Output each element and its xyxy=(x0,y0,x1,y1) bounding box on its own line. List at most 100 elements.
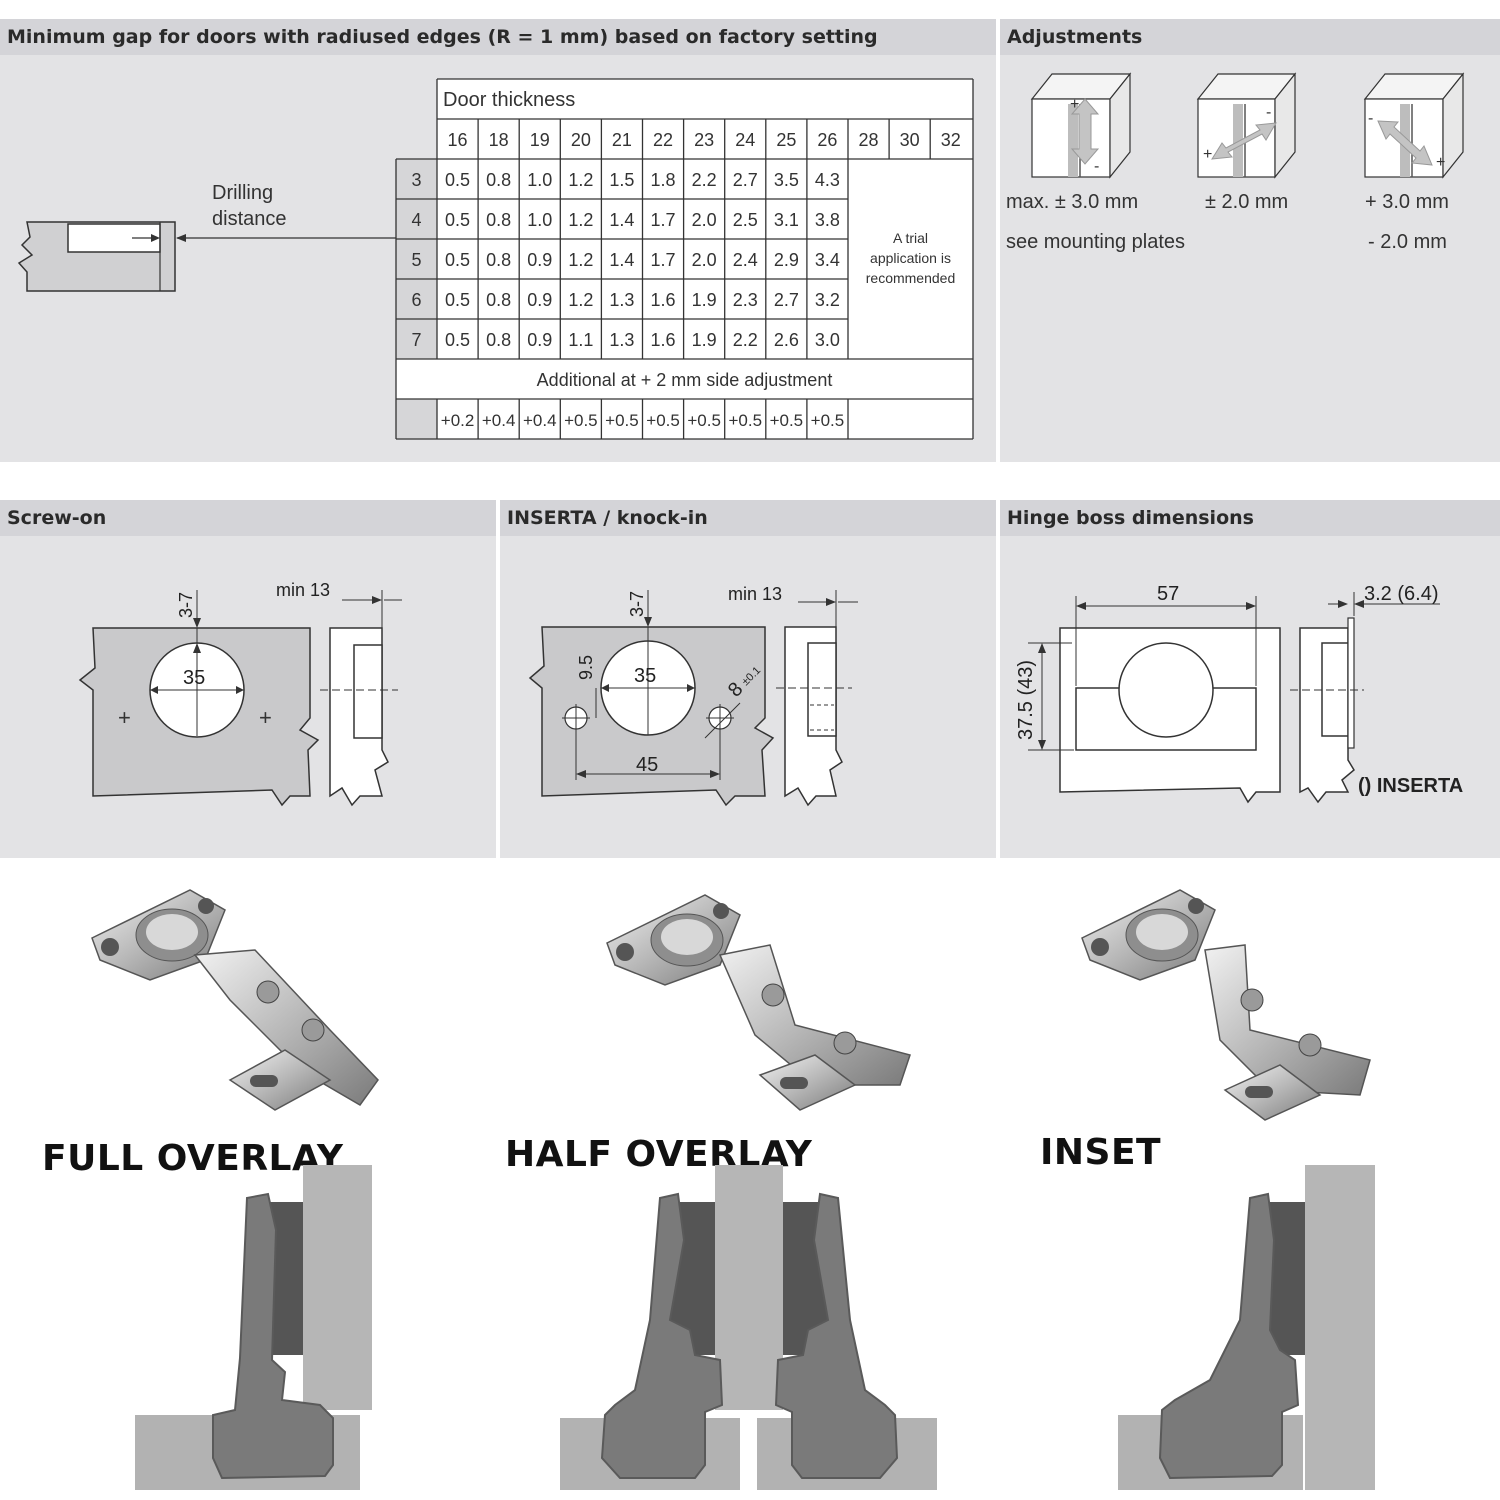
side-adjust-value: ± 2.0 mm xyxy=(1205,191,1289,213)
adjust-sign-1: + xyxy=(1070,96,1079,113)
half-overlay-section xyxy=(560,1165,937,1490)
table-cell: 2.4 xyxy=(733,250,758,270)
screw-on-drawing: 3-7 35 + + min 13 xyxy=(78,580,402,807)
column-header: 19 xyxy=(530,130,550,150)
screw-on-panel: Screw-on 3-7 35 + + min 13 xyxy=(0,500,496,858)
table-cell: 3.4 xyxy=(815,250,840,270)
table-cell: 3.2 xyxy=(815,290,840,310)
table-cell: 0.8 xyxy=(486,290,511,310)
table-cell: 1.5 xyxy=(609,170,634,190)
screw-on-min-dim: min 13 xyxy=(276,580,330,600)
column-header: 26 xyxy=(817,130,837,150)
adjust-sign-2: - xyxy=(1094,158,1099,175)
column-header: 32 xyxy=(941,130,961,150)
additional-bg xyxy=(396,359,973,399)
column-header: 23 xyxy=(694,130,714,150)
table-cell: 0.8 xyxy=(486,210,511,230)
column-header: 28 xyxy=(859,130,879,150)
door-thickness-label: Door thickness xyxy=(443,89,575,111)
boss-width-dim: 57 xyxy=(1157,583,1179,605)
table-cell: 2.0 xyxy=(692,210,717,230)
adjustments-title: Adjustments xyxy=(1000,19,1500,55)
additional-value: +0.5 xyxy=(687,411,721,430)
table-cell: 1.3 xyxy=(609,290,634,310)
additional-value: +0.5 xyxy=(564,411,598,430)
table-cell: 1.0 xyxy=(527,210,552,230)
column-header: 18 xyxy=(489,130,509,150)
row-header: 4 xyxy=(411,210,421,230)
additional-value: +0.5 xyxy=(605,411,639,430)
row-header: 5 xyxy=(411,250,421,270)
table-cell: 1.1 xyxy=(568,330,593,350)
table-cell: 3.5 xyxy=(774,170,799,190)
table-cell: 0.9 xyxy=(527,290,552,310)
additional-value: +0.5 xyxy=(728,411,762,430)
table-cell: 1.2 xyxy=(568,170,593,190)
additional-values-bg xyxy=(437,399,973,439)
table-cell: 1.2 xyxy=(568,290,593,310)
table-cell: 1.4 xyxy=(609,250,634,270)
table-bg xyxy=(437,79,973,359)
table-cell: 2.0 xyxy=(692,250,717,270)
inset-hinge-image xyxy=(1081,889,1371,1121)
column-header: 22 xyxy=(653,130,673,150)
inserta-panel: INSERTA / knock-in 3-7 35 9.5 8 ±0.1 45 xyxy=(500,500,996,858)
gap-panel: Minimum gap for doors with radiused edge… xyxy=(0,19,996,462)
table-cell: 0.5 xyxy=(445,330,470,350)
hinge-photos xyxy=(91,889,1371,1121)
table-cell: 1.0 xyxy=(527,170,552,190)
table-cell: 0.5 xyxy=(445,170,470,190)
hinge-boss-panel: Hinge boss dimensions 57 37.5 (43) 3.2 (… xyxy=(1000,500,1500,858)
full-overlay-section xyxy=(135,1165,372,1490)
row-header: 3 xyxy=(411,170,421,190)
additional-value: +0.5 xyxy=(811,411,845,430)
drilling-label-2: distance xyxy=(212,208,287,230)
screw-on-cup-dim: 35 xyxy=(183,667,205,689)
inserta-cup-dim: 35 xyxy=(634,665,656,687)
side-adjust-icon: + - xyxy=(1196,72,1297,179)
table-cell: 0.5 xyxy=(445,250,470,270)
gap-panel-title: Minimum gap for doors with radiused edge… xyxy=(0,19,996,55)
table-cell: 2.7 xyxy=(733,170,758,190)
table-cell: 1.6 xyxy=(651,330,676,350)
drilling-label-1: Drilling xyxy=(212,182,273,204)
column-header: 25 xyxy=(776,130,796,150)
inserta-note: () INSERTA xyxy=(1358,775,1463,797)
column-header: 20 xyxy=(571,130,591,150)
table-cell: 2.2 xyxy=(692,170,717,190)
screw-hole-mark: + xyxy=(259,705,272,730)
trial-note: recommended xyxy=(866,270,956,286)
hinge-boss-title: Hinge boss dimensions xyxy=(1000,500,1500,536)
additional-value: +0.5 xyxy=(770,411,804,430)
depth-adjust-value: + 3.0 mm xyxy=(1365,191,1449,213)
adjustments-icons: + - + - - + xyxy=(1030,72,1465,179)
table-cell: 1.7 xyxy=(651,250,676,270)
boss-thickness-dim: 3.2 (6.4) xyxy=(1364,583,1438,605)
table-cell: 1.7 xyxy=(651,210,676,230)
table-cell: 0.5 xyxy=(445,290,470,310)
additional-label: Additional at + 2 mm side adjustment xyxy=(537,370,833,390)
additional-value: +0.5 xyxy=(646,411,680,430)
row-header: 6 xyxy=(411,290,421,310)
full-overlay-hinge-image xyxy=(91,889,379,1111)
screw-hole-mark: + xyxy=(118,705,131,730)
inserta-drawing: 3-7 35 9.5 8 ±0.1 45 min 13 xyxy=(528,584,858,807)
boss-height-dim: 37.5 (43) xyxy=(1015,660,1037,740)
screw-on-title: Screw-on xyxy=(0,500,496,536)
additional-value: +0.4 xyxy=(482,411,516,430)
table-cell: 1.2 xyxy=(568,210,593,230)
table-cell: 1.2 xyxy=(568,250,593,270)
additional-value: +0.2 xyxy=(441,411,475,430)
mounting-sections xyxy=(135,1165,1375,1490)
column-header: 30 xyxy=(900,130,920,150)
hinge-boss-drawing: 57 37.5 (43) 3.2 (6.4) () INSERTA xyxy=(1015,583,1463,804)
full-overlay-label: FULL OVERLAY xyxy=(42,1138,344,1179)
table-cell: 1.3 xyxy=(609,330,634,350)
additional-value: +0.4 xyxy=(523,411,557,430)
inserta-title: INSERTA / knock-in xyxy=(500,500,996,536)
table-cell: 1.4 xyxy=(609,210,634,230)
trial-note: application is xyxy=(870,250,951,266)
table-cell: 1.9 xyxy=(692,330,717,350)
screw-on-depth-dim: 3-7 xyxy=(176,592,196,618)
vertical-adjust-value: max. ± 3.0 mm xyxy=(1006,191,1139,213)
